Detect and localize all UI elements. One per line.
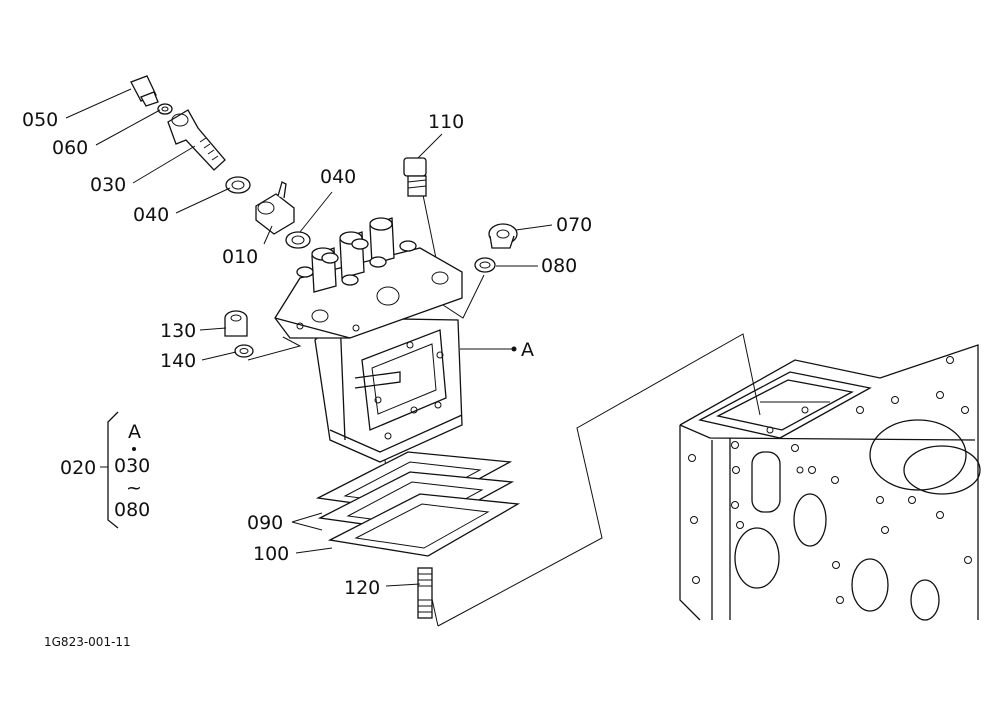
label-080: 080	[541, 255, 577, 277]
plug-070	[488, 223, 518, 249]
label-A: A	[521, 339, 534, 361]
label-060: 060	[52, 137, 88, 159]
label-110: 110	[428, 111, 464, 133]
label-120: 120	[344, 577, 380, 599]
group-item-030: 030	[114, 455, 150, 477]
bolt-110	[403, 157, 427, 197]
part-labels: 050 060 030 040 010 040 110 070 080 130 …	[22, 109, 592, 599]
label-leaders	[65, 88, 553, 587]
washer-080	[474, 257, 496, 273]
label-090: 090	[247, 512, 283, 534]
spacer-130	[224, 310, 248, 337]
washer-040-upper	[225, 176, 251, 194]
nut-140	[234, 344, 254, 358]
group-label-020: 020	[60, 457, 96, 479]
label-010: 010	[222, 246, 258, 268]
washer-040-lower	[285, 231, 311, 249]
group-item-080: 080	[114, 499, 150, 521]
washer-060	[157, 103, 173, 115]
label-030: 030	[90, 174, 126, 196]
label-040-upper: 040	[133, 204, 169, 226]
banjo-bolt-050	[130, 75, 159, 107]
delivery-valves	[296, 217, 417, 293]
figure-code: 1G823-001-11	[44, 635, 131, 649]
hollow-bolt-030	[167, 109, 226, 171]
group-020-legend: 020 A 030 ~ 080	[60, 411, 150, 529]
label-140: 140	[160, 350, 196, 372]
eye-fitting-010	[255, 181, 295, 235]
gasket-100	[327, 493, 521, 557]
group-range-mark: ~	[126, 477, 142, 499]
label-100: 100	[253, 543, 289, 565]
stud-120	[417, 567, 433, 619]
label-050: 050	[22, 109, 58, 131]
label-130: 130	[160, 320, 196, 342]
label-070: 070	[556, 214, 592, 236]
injection-pump-A	[274, 217, 463, 463]
engine-block	[679, 344, 981, 621]
group-item-A: A	[128, 421, 141, 443]
label-040-lower: 040	[320, 166, 356, 188]
